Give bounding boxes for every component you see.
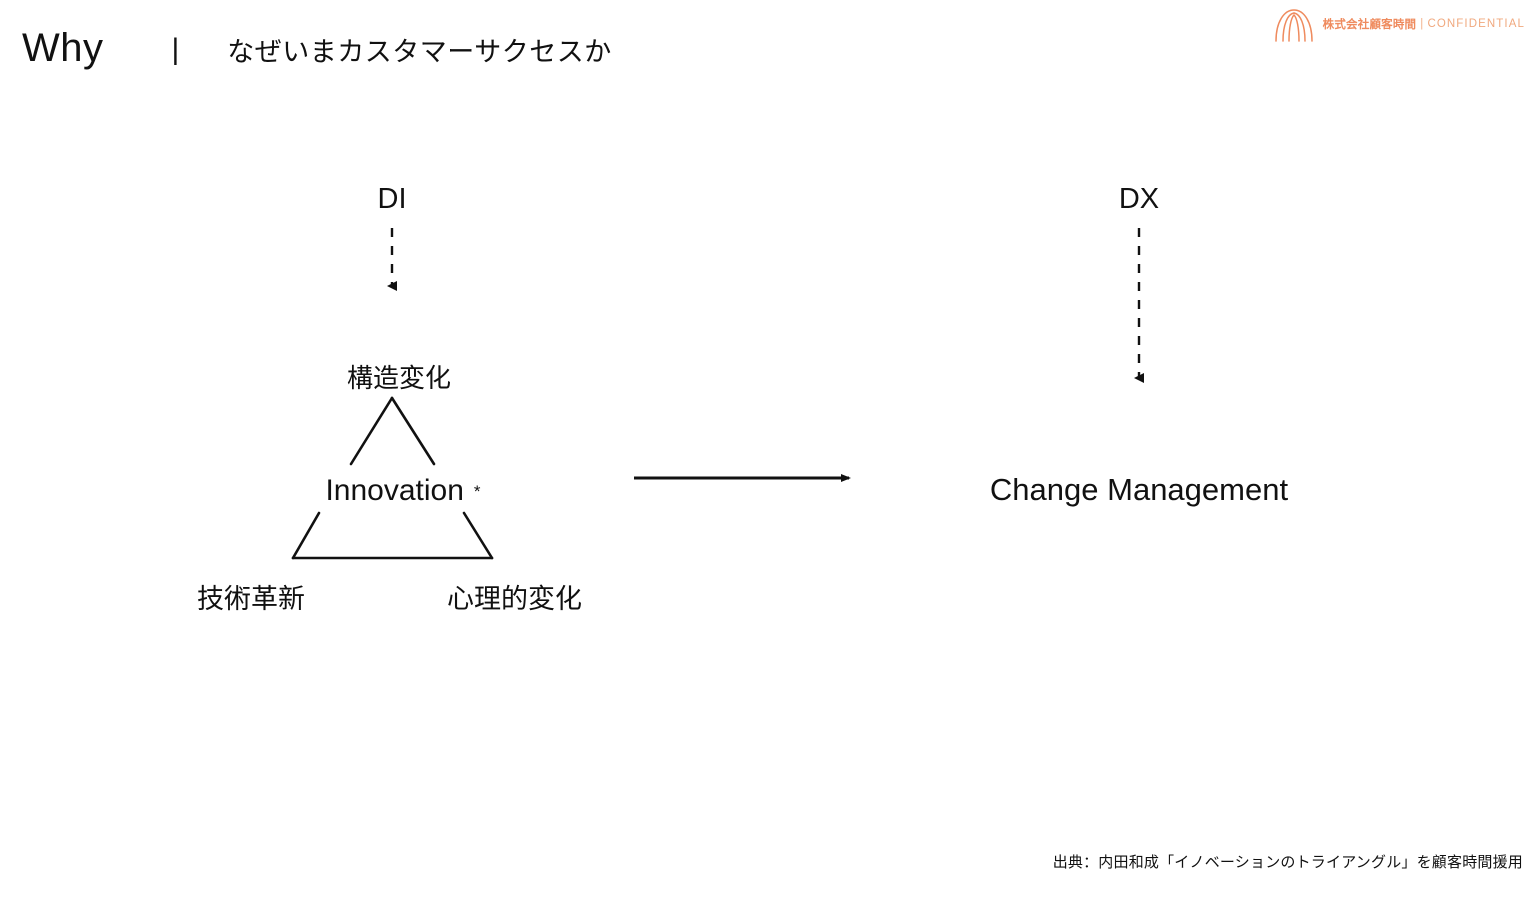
- triangle-edge-lower-right: [462, 511, 494, 560]
- source-note: 出典：内田和成「イノベーションのトライアングル」を顧客時間援用: [1052, 854, 1523, 871]
- triangle-apex-label: 構造変化: [346, 363, 452, 393]
- hands-arch-logo-icon: [1274, 9, 1313, 42]
- logo-company-name: 株式会社顧客時間: [1322, 19, 1417, 31]
- triangle-bottom-right-label: 心理的変化: [447, 584, 582, 614]
- title-separator: |: [171, 33, 180, 66]
- label-di: DI: [377, 183, 407, 215]
- label-change-management: Change Management: [989, 472, 1289, 507]
- footnote-asterisk: *: [473, 482, 481, 502]
- triangle-edge-lower-left: [291, 511, 321, 560]
- title-subtitle: なぜいまカスタマーサクセスか: [227, 37, 612, 67]
- triangle-edge-upper-left: [349, 396, 394, 466]
- title-main: Why: [22, 26, 104, 70]
- innovation-text: Innovation: [325, 474, 464, 507]
- label-dx: DX: [1118, 183, 1160, 215]
- confidential-mark: CONFIDENTIAL: [1427, 18, 1525, 30]
- triangle-center-label: Innovation *: [325, 474, 480, 508]
- logo-pipe: |: [1420, 18, 1424, 30]
- triangle-edge-upper-right: [390, 396, 436, 466]
- triangle-bottom-left-label: 技術革新: [197, 584, 305, 614]
- page-title: Why | なぜいまカスタマーサクセスか: [22, 28, 612, 69]
- logo-text: 株式会社顧客時間 | CONFIDENTIAL: [1323, 16, 1525, 32]
- brand-logo: 株式会社顧客時間 | CONFIDENTIAL: [1272, 6, 1525, 42]
